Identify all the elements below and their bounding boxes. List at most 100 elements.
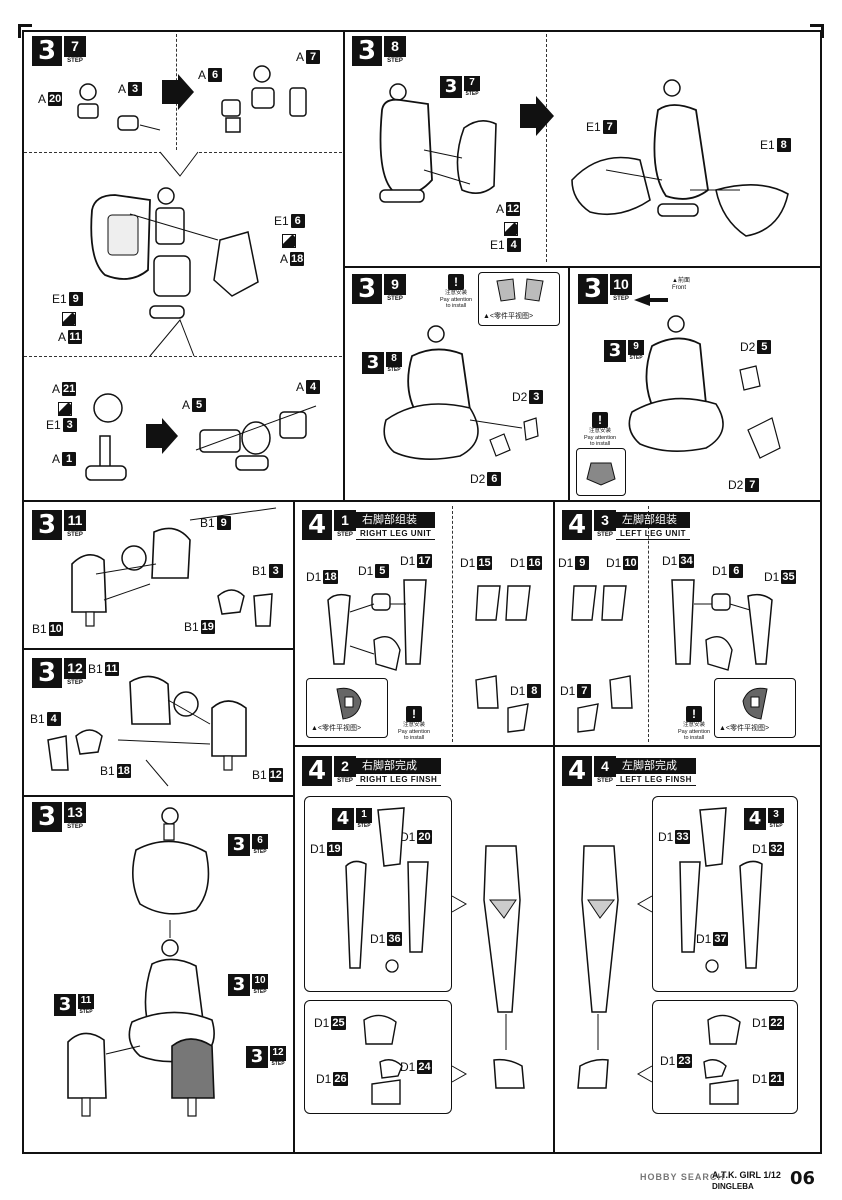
step-minor: 7 [64, 36, 86, 56]
corner-mark [821, 24, 824, 38]
step-minor: 2 [334, 756, 356, 776]
product-name: A.T.K. GIRL 1/12 [712, 1170, 781, 1180]
subassembly-box [652, 796, 798, 992]
step-major: 4 [562, 756, 592, 786]
dashed-divider [24, 356, 342, 357]
step-major: 3 [32, 36, 62, 66]
subassembly-box [304, 1000, 452, 1114]
step-major: 4 [302, 756, 332, 786]
product-name-2: DINGLEBA [712, 1182, 754, 1191]
parts-view-box: ▲<零件平视图> [478, 272, 560, 326]
step-minor: 3 [594, 510, 616, 530]
exclamation-icon: ! [448, 274, 465, 290]
parts-view-box: ▲<零件平视图> [714, 678, 796, 738]
parts-view-caption: ▲<零件平视图> [311, 725, 362, 732]
divider [293, 500, 295, 1154]
dashed-divider [452, 506, 453, 742]
step-major: 3 [352, 274, 382, 304]
corner-mark [18, 24, 32, 27]
corner-mark [810, 24, 824, 27]
step-label: STEP [384, 56, 406, 65]
step-label: STEP [594, 530, 616, 539]
step-label: STEP [64, 822, 86, 831]
step-minor: 10 [610, 274, 632, 294]
step-label: STEP [334, 530, 356, 539]
step-label: STEP [334, 776, 356, 785]
divider [22, 795, 293, 797]
step-minor: 4 [594, 756, 616, 776]
page-number: 06 [790, 1168, 816, 1189]
subassembly-box [304, 796, 452, 992]
step-label: STEP [594, 776, 616, 785]
exclamation-icon: ! [686, 706, 703, 722]
parts-view-caption: ▲<零件平视图> [719, 725, 770, 732]
detail-box [576, 448, 626, 496]
dashed-divider [648, 506, 649, 742]
exclamation-icon: ! [406, 706, 423, 722]
step-major: 3 [352, 36, 382, 66]
paint-icon [62, 312, 76, 326]
step-major: 3 [578, 274, 608, 304]
step-minor: 9 [384, 274, 406, 294]
step-label: STEP [64, 56, 86, 65]
step-label: STEP [384, 294, 406, 303]
divider [343, 30, 345, 500]
step-label: STEP [64, 678, 86, 687]
step-minor: 12 [64, 658, 86, 678]
step-major: 4 [562, 510, 592, 540]
parts-view-box: ▲<零件平视图> [306, 678, 388, 738]
divider [22, 648, 293, 650]
step-label: STEP [64, 530, 86, 539]
parts-view-caption: ▲<零件平视图> [483, 313, 534, 320]
divider [343, 266, 822, 268]
